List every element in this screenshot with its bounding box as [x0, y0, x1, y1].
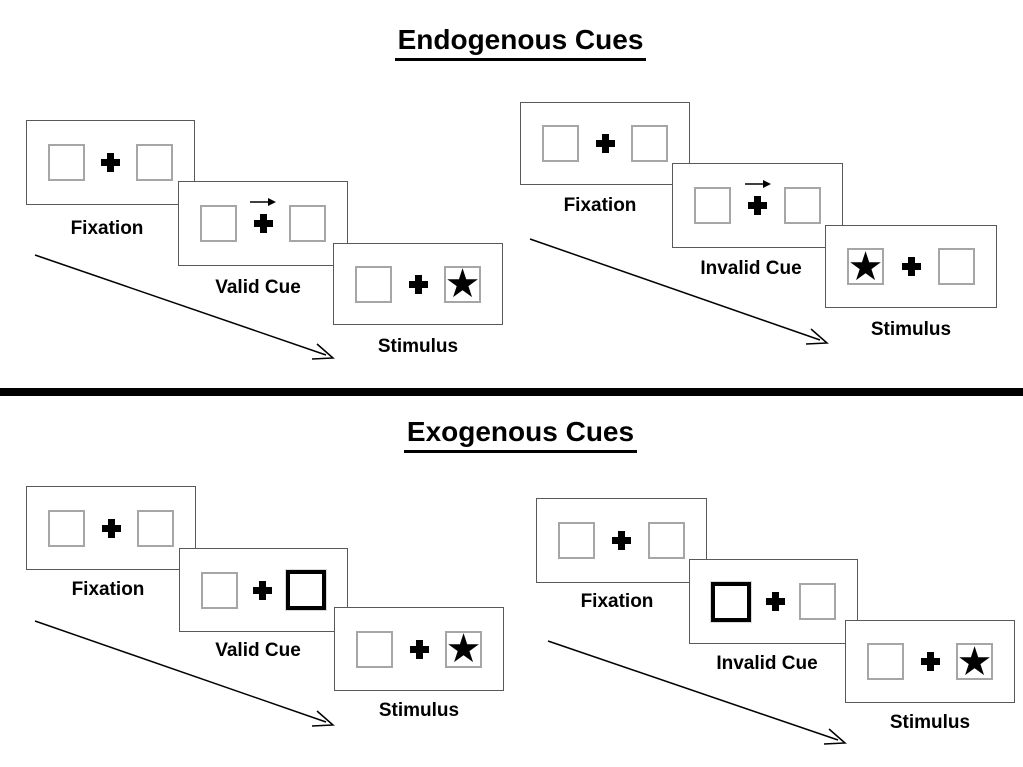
section-divider: [0, 388, 1023, 396]
endogenous-invalid-cue-panel: [672, 163, 843, 248]
timeline-arrow: [34, 620, 335, 727]
star-icon: ★: [847, 243, 884, 290]
left-placeholder-box: [200, 205, 237, 242]
exogenous-title-text: Exogenous Cues: [403, 416, 638, 453]
right-placeholder-box: [137, 509, 174, 547]
step-label-stimulus: Stimulus: [377, 336, 459, 357]
timeline-arrow: [547, 640, 847, 745]
target-star-box: ★: [444, 261, 481, 307]
fixation-cross-icon: [101, 518, 121, 538]
left-placeholder-box: [694, 187, 731, 224]
step-label-fixation: Fixation: [70, 218, 144, 239]
fixation-cross-icon: [253, 214, 273, 233]
left-placeholder-box: [356, 630, 393, 668]
step-label-invalid-cue: Invalid Cue: [700, 258, 802, 279]
target-star-box: ★: [956, 638, 993, 685]
right-placeholder-box: [648, 522, 685, 559]
right-placeholder-box: [136, 144, 173, 181]
timeline-arrow: [34, 254, 335, 360]
step-label-valid-cue: Valid Cue: [215, 277, 301, 298]
star-icon: ★: [956, 638, 993, 685]
endogenous-invalid-stimulus-panel: ★: [825, 225, 997, 308]
fixation-cross-icon: [748, 196, 767, 215]
target-star-box: ★: [847, 243, 884, 290]
step-label-invalid-cue: Invalid Cue: [716, 653, 818, 674]
exogenous-section-title: Exogenous Cues: [0, 416, 1023, 453]
exogenous-valid-cue-panel: [179, 548, 348, 632]
left-placeholder-box: [867, 643, 904, 680]
exogenous-invalid-cue-panel: [689, 559, 858, 644]
step-label-stimulus: Stimulus: [378, 700, 460, 721]
cue-arrow-right-icon: [744, 180, 771, 188]
fixation-cross-icon: [595, 134, 615, 153]
fixation-cross-icon: [920, 652, 940, 671]
step-label-stimulus: Stimulus: [870, 319, 952, 340]
right-placeholder-box: [938, 248, 975, 285]
left-placeholder-box: [355, 265, 392, 303]
fixation-cross-icon: [101, 153, 120, 172]
cue-highlight-box: [286, 570, 326, 610]
right-placeholder-box: [289, 205, 326, 242]
endogenous-invalid-fixation-panel: [520, 102, 690, 185]
timeline-arrow: [529, 238, 829, 345]
fixation-cross-icon: [252, 580, 272, 600]
right-placeholder-box: [631, 125, 668, 162]
right-placeholder-box: [784, 187, 821, 224]
fixation-cross-icon: [409, 639, 429, 659]
star-icon: ★: [444, 261, 481, 307]
exogenous-invalid-fixation-panel: [536, 498, 707, 583]
fixation-cross-icon: [408, 274, 428, 294]
target-star-box: ★: [445, 626, 482, 672]
left-placeholder-box: [558, 522, 595, 559]
cue-arrow-right-icon: [250, 198, 276, 206]
endogenous-section-title: Endogenous Cues: [0, 24, 1023, 61]
endogenous-valid-fixation-panel: [26, 120, 195, 205]
step-label-fixation: Fixation: [71, 579, 145, 600]
left-placeholder-box: [542, 125, 579, 162]
exogenous-invalid-stimulus-panel: ★: [845, 620, 1015, 703]
left-placeholder-box: [48, 144, 85, 181]
endogenous-title-text: Endogenous Cues: [394, 24, 647, 61]
endogenous-valid-cue-panel: [178, 181, 348, 266]
exogenous-valid-fixation-panel: [26, 486, 196, 570]
step-label-valid-cue: Valid Cue: [215, 640, 301, 661]
star-icon: ★: [445, 626, 482, 672]
step-label-fixation: Fixation: [580, 591, 654, 612]
left-placeholder-box: [201, 571, 238, 609]
step-label-fixation: Fixation: [563, 195, 637, 216]
exogenous-valid-stimulus-panel: ★: [334, 607, 504, 691]
fixation-cross-icon: [765, 592, 785, 611]
endogenous-valid-stimulus-panel: ★: [333, 243, 503, 325]
right-placeholder-box: [799, 583, 836, 620]
left-placeholder-box: [48, 509, 85, 547]
fixation-cross-icon: [612, 531, 631, 550]
step-label-stimulus: Stimulus: [889, 712, 971, 733]
cue-highlight-box: [711, 581, 751, 622]
fixation-cross-icon: [901, 257, 921, 276]
